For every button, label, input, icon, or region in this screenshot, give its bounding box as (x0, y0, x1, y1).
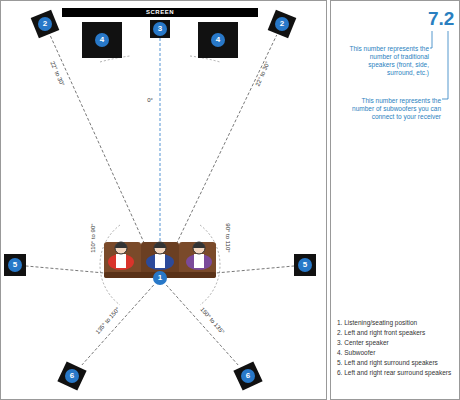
sightline (160, 38, 161, 271)
center-speaker: 3 (150, 20, 170, 38)
legend-item: 5. Left and right surround speakers (337, 359, 457, 367)
subwoofer: 4 (82, 22, 122, 58)
callout-number: 6 (65, 369, 79, 383)
speaker-body (57, 361, 86, 390)
angle-label: 90° to 110° (224, 222, 231, 253)
callout-number: 4 (95, 33, 109, 47)
sightline (163, 35, 276, 271)
speaker-body (233, 361, 262, 390)
room-panel (1, 1, 327, 400)
rear-speaker: 6 (61, 365, 83, 387)
screen-label: SCREEN (146, 9, 174, 16)
angle-label: 135° to 150° (94, 305, 122, 336)
legend-item: 1. Listening/seating position (337, 319, 457, 327)
callout-number: 5 (298, 258, 312, 272)
callout-number: 2 (275, 17, 289, 31)
leader-line (442, 31, 448, 99)
screen-bar: SCREEN (62, 8, 258, 17)
sightline (166, 285, 238, 365)
person (108, 242, 134, 270)
surround-speaker: 5 (4, 254, 26, 276)
angle-label: 110° to 90° (90, 222, 97, 253)
count-note: This number represents the number of tra… (347, 45, 429, 77)
front-speaker: 2 (271, 13, 293, 35)
listening-position: 1 (153, 271, 167, 285)
sightline (50, 35, 157, 271)
callout-number: 5 (8, 258, 22, 272)
legend-item: 6. Left and right rear surround speakers (337, 369, 457, 377)
angle-label: 22° to 30° (254, 60, 272, 89)
rear-speaker: 6 (237, 365, 259, 387)
legend-item: 4. Subwoofer (337, 349, 457, 357)
callout-number: 2 (38, 17, 52, 31)
legend-item: 3. Center speaker (337, 339, 457, 347)
speaker-body (31, 10, 60, 39)
angle-label: 22° to 30° (48, 60, 66, 89)
surround-speaker: 5 (294, 254, 316, 276)
callout-number: 3 (153, 22, 167, 36)
leader-line (430, 31, 432, 48)
callout-number: 1 (158, 273, 162, 283)
speaker-count: 7.2 (428, 8, 454, 30)
callout-number: 6 (241, 369, 255, 383)
count-note: This number represents the number of sub… (351, 97, 441, 121)
angle-label: 150° to 135° (198, 305, 226, 336)
speaker-body (268, 10, 297, 39)
legend-item: 2. Left and right front speakers (337, 329, 457, 337)
callout-number: 4 (211, 33, 225, 47)
sightline (82, 285, 154, 365)
front-speaker: 2 (34, 13, 56, 35)
person (186, 242, 212, 270)
person (146, 242, 174, 270)
legend-panel: 7.2This number represents the number of … (330, 0, 460, 400)
subwoofer: 4 (198, 22, 238, 58)
angle-label: 0° (146, 97, 154, 104)
